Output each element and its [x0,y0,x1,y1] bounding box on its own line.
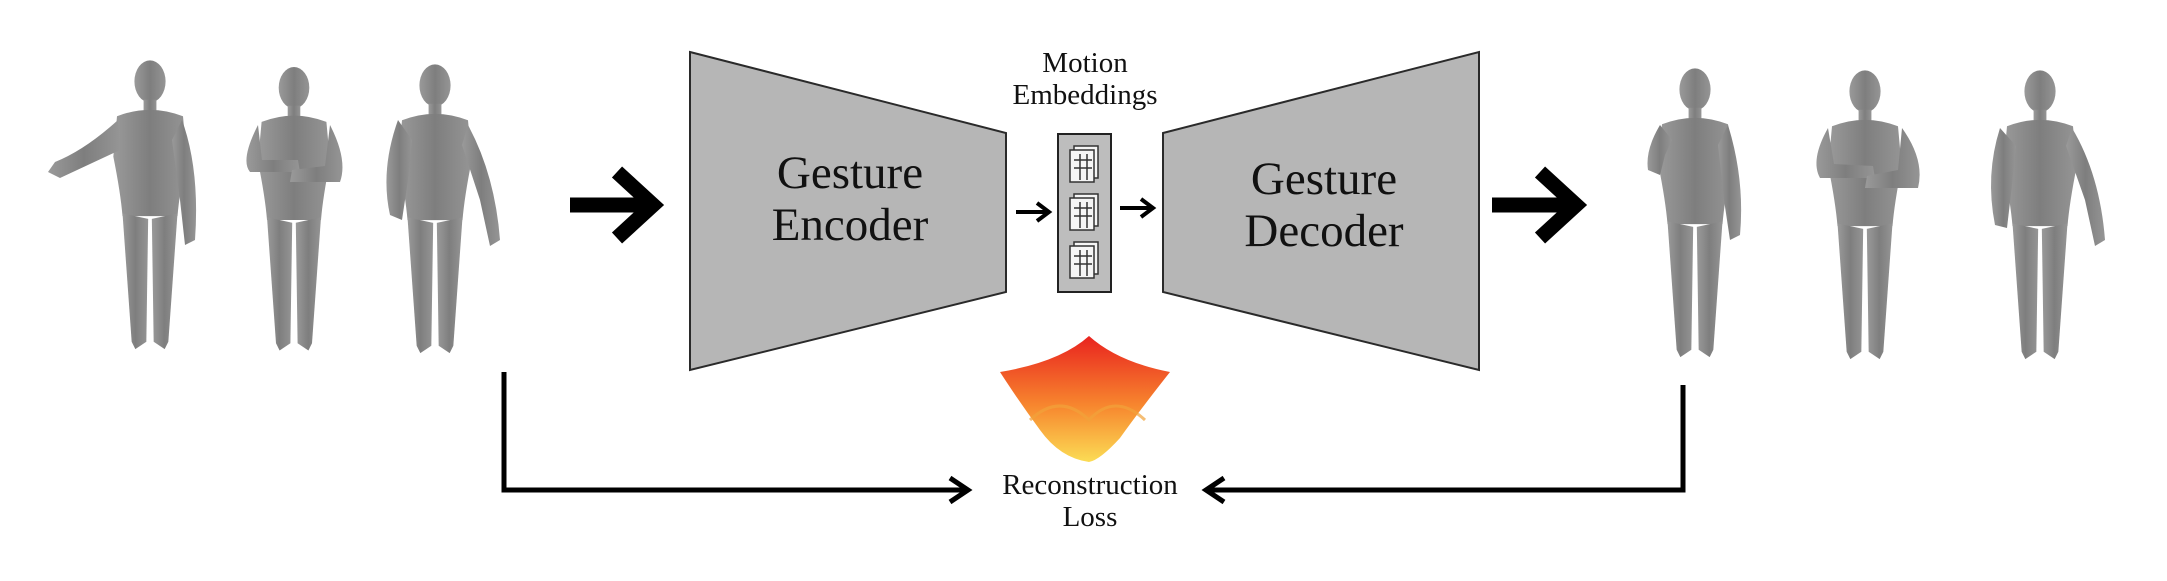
gesture-encoder-block [689,50,1007,372]
motion-embeddings-box [1057,133,1112,293]
encoder-label-line2: Encoder [771,198,929,251]
gesture-decoder-block [1162,50,1480,372]
input-figure-1 [48,60,197,350]
input-to-loss-path [501,372,973,505]
loss-label-line2: Loss [1062,500,1118,533]
embedding-grid-icon-2 [1069,193,1099,231]
output-figure-3 [1991,70,2105,360]
input-to-encoder-arrow [570,166,665,244]
embedding-grid-icon-3 [1069,241,1099,279]
loss-label: Reconstruction Loss [970,469,1210,534]
decoder-label-line1: Gesture [1250,153,1398,205]
embeddings-label: Motion Embeddings [985,47,1185,112]
loss-label-line1: Reconstruction [1002,469,1178,501]
input-figure-3 [386,64,500,354]
embedding-to-decoder-arrow [1120,197,1157,219]
embedding-grid-icon-1 [1069,145,1099,183]
output-figure-2 [1816,70,1920,360]
encoder-to-embedding-arrow [1016,201,1053,223]
output-gesture-frames [1647,68,2105,360]
embeddings-label-line1: Motion [1042,47,1128,79]
encoder-label-line1: Gesture [776,147,924,199]
output-to-loss-path [1201,385,1686,505]
decoder-label-line2: Decoder [1244,204,1404,257]
input-figure-2 [246,67,343,351]
decoder-to-output-arrow [1492,166,1588,244]
input-gesture-frames [48,60,500,354]
encoder-label: Gesture Encoder [720,147,980,251]
loss-surface-icon [1000,336,1170,462]
decoder-label: Gesture Decoder [1194,153,1454,257]
output-figure-1 [1647,68,1742,358]
embeddings-label-line2: Embeddings [1012,78,1158,111]
